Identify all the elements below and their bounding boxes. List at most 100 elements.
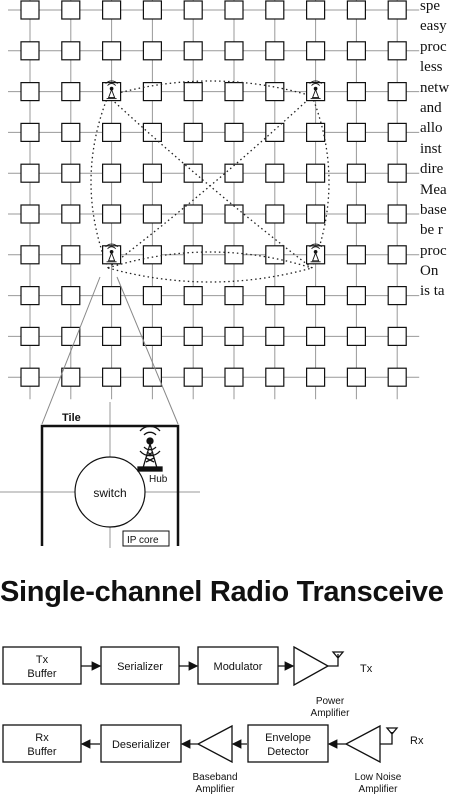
tile-node — [346, 0, 366, 20]
tile-node — [183, 286, 203, 306]
power-amplifier-label: Power — [316, 696, 345, 707]
envelope-detector-label: Envelope — [265, 732, 311, 744]
tile-node — [346, 286, 366, 306]
rx-buffer-label: Rx — [35, 732, 49, 744]
tile-node — [183, 163, 203, 183]
tile-node — [20, 41, 40, 61]
tile-node — [224, 163, 244, 183]
rx-antenna-icon — [380, 727, 399, 745]
modulator-block — [197, 646, 279, 685]
tile-node — [387, 326, 407, 346]
baseband-amplifier-label: Baseband — [192, 772, 237, 783]
wireless-links — [90, 80, 330, 283]
tile-node — [387, 81, 407, 102]
tile-node — [183, 367, 203, 387]
tile-node — [101, 41, 122, 61]
tile-node — [387, 122, 407, 143]
tile-node — [142, 0, 162, 20]
transceiver-diagram: Tx Buffer Serializer Modulator Tx Power … — [2, 645, 424, 794]
tile-node — [20, 326, 40, 346]
tile-node — [224, 286, 244, 306]
tile-node — [387, 245, 407, 265]
baseband-amplifier-label: Amplifier — [196, 784, 236, 794]
tile-node — [20, 163, 40, 183]
tile-node — [61, 245, 81, 265]
tile-node — [101, 367, 122, 387]
tile-node — [306, 0, 326, 20]
tile-node — [20, 204, 40, 224]
tile-node — [183, 326, 203, 346]
hub-node — [306, 80, 326, 102]
tile-node — [265, 0, 285, 20]
tile-node — [20, 245, 40, 265]
side-line: base — [420, 201, 447, 218]
tile-node — [20, 286, 40, 306]
tile-node — [306, 367, 326, 387]
hub-node — [306, 243, 326, 265]
side-line: Mea — [420, 181, 447, 198]
tile-node — [20, 81, 40, 102]
hub-node — [101, 243, 122, 265]
tile-title: Tile — [62, 412, 81, 424]
low-noise-amplifier-label: Amplifier — [359, 784, 399, 794]
wireless-link — [107, 95, 313, 269]
tile-node — [142, 245, 162, 265]
tile-node — [265, 204, 285, 224]
antenna-icon — [309, 243, 322, 263]
tile-node — [142, 163, 162, 183]
envelope-detector-label: Detector — [267, 746, 309, 758]
rx-buffer-block — [2, 724, 82, 763]
zoom-line-right — [116, 276, 179, 425]
side-line: is ta — [420, 283, 445, 300]
tile-node — [346, 122, 366, 143]
tile-node — [101, 163, 122, 183]
wireless-link — [107, 80, 313, 97]
tile-node — [346, 81, 366, 102]
wireless-link — [107, 251, 313, 269]
tile-node — [387, 41, 407, 61]
tile-node — [183, 81, 203, 102]
tile-node — [61, 367, 81, 387]
hub-node — [101, 80, 122, 102]
side-line: less — [420, 59, 443, 76]
tile-node — [306, 326, 326, 346]
baseband-amplifier-triangle — [196, 724, 233, 764]
tile-node — [224, 81, 244, 102]
tile-node — [224, 245, 244, 265]
tile-node — [183, 245, 203, 265]
section-title: Single-channel Radio Transceive — [0, 576, 444, 608]
tile-node — [101, 0, 122, 20]
tx-buffer-label: Tx — [36, 654, 49, 666]
tile-node — [387, 0, 407, 20]
antenna-icon — [105, 80, 118, 100]
tile-node — [306, 41, 326, 61]
tile-node — [346, 245, 366, 265]
power-amplifier-triangle — [293, 645, 330, 687]
tile-node — [265, 286, 285, 306]
switch-circle — [74, 456, 146, 528]
side-line: dire — [420, 161, 444, 178]
tile-zoom: Tile switch Hub IP core — [0, 402, 200, 548]
side-line: inst — [420, 140, 442, 157]
side-line: proc — [420, 242, 447, 259]
hub-antenna-icon — [137, 425, 163, 472]
tile-node — [306, 163, 326, 183]
tile-node — [20, 0, 40, 20]
tile-border — [40, 424, 180, 546]
tile-node — [142, 286, 162, 306]
tile-node — [61, 286, 81, 306]
tile-node — [61, 0, 81, 20]
tx-buffer-label: Buffer — [27, 668, 56, 680]
tile-node — [387, 163, 407, 183]
tile-node — [61, 163, 81, 183]
tile-node — [142, 326, 162, 346]
tx-antenna-icon — [328, 651, 345, 667]
tile-node — [224, 367, 244, 387]
side-line: easy — [420, 18, 447, 35]
tile-node — [101, 204, 122, 224]
low-noise-amplifier-label: Low Noise — [355, 772, 402, 783]
side-line: allo — [420, 120, 443, 137]
tile-node — [224, 122, 244, 143]
hub-nodes — [101, 80, 326, 265]
